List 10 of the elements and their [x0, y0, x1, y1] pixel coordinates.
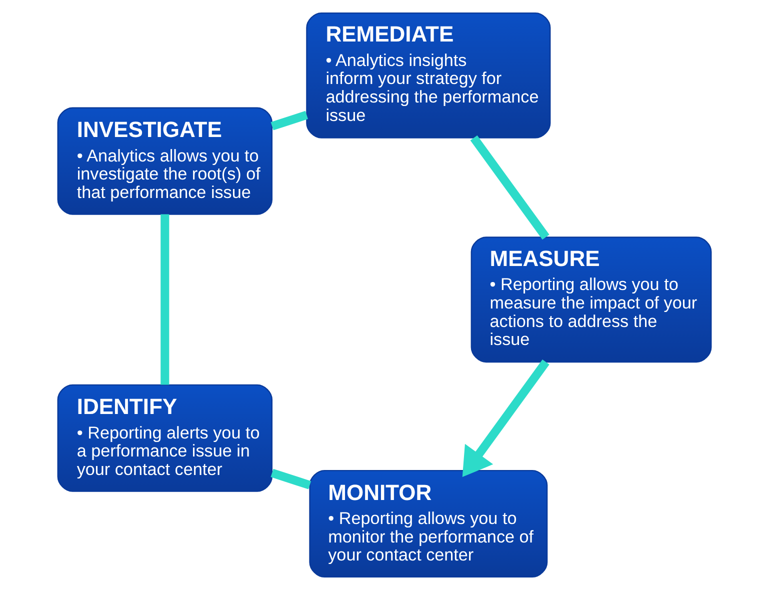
node-box: MEASURE • Reporting allows you to measure the impact of your actions to address the issue: [470, 236, 712, 363]
arrow: [462, 360, 549, 477]
connector: [270, 110, 308, 130]
node-box: MONITOR • Reporting allows you to monitor the performance of your contact center: [308, 470, 548, 578]
connector: [270, 468, 311, 490]
connector: [470, 135, 549, 240]
connector: [160, 214, 169, 385]
node-box: REMEDIATE • Analytics insights inform your strategy for addressing the performance issue: [306, 12, 550, 138]
node-box: IDENTIFY • Reporting alerts you to a performance issue in your contact center: [56, 384, 272, 492]
node-box: INVESTIGATE • Analytics allows you to investigate the root(s) of that performance issue: [56, 107, 272, 215]
